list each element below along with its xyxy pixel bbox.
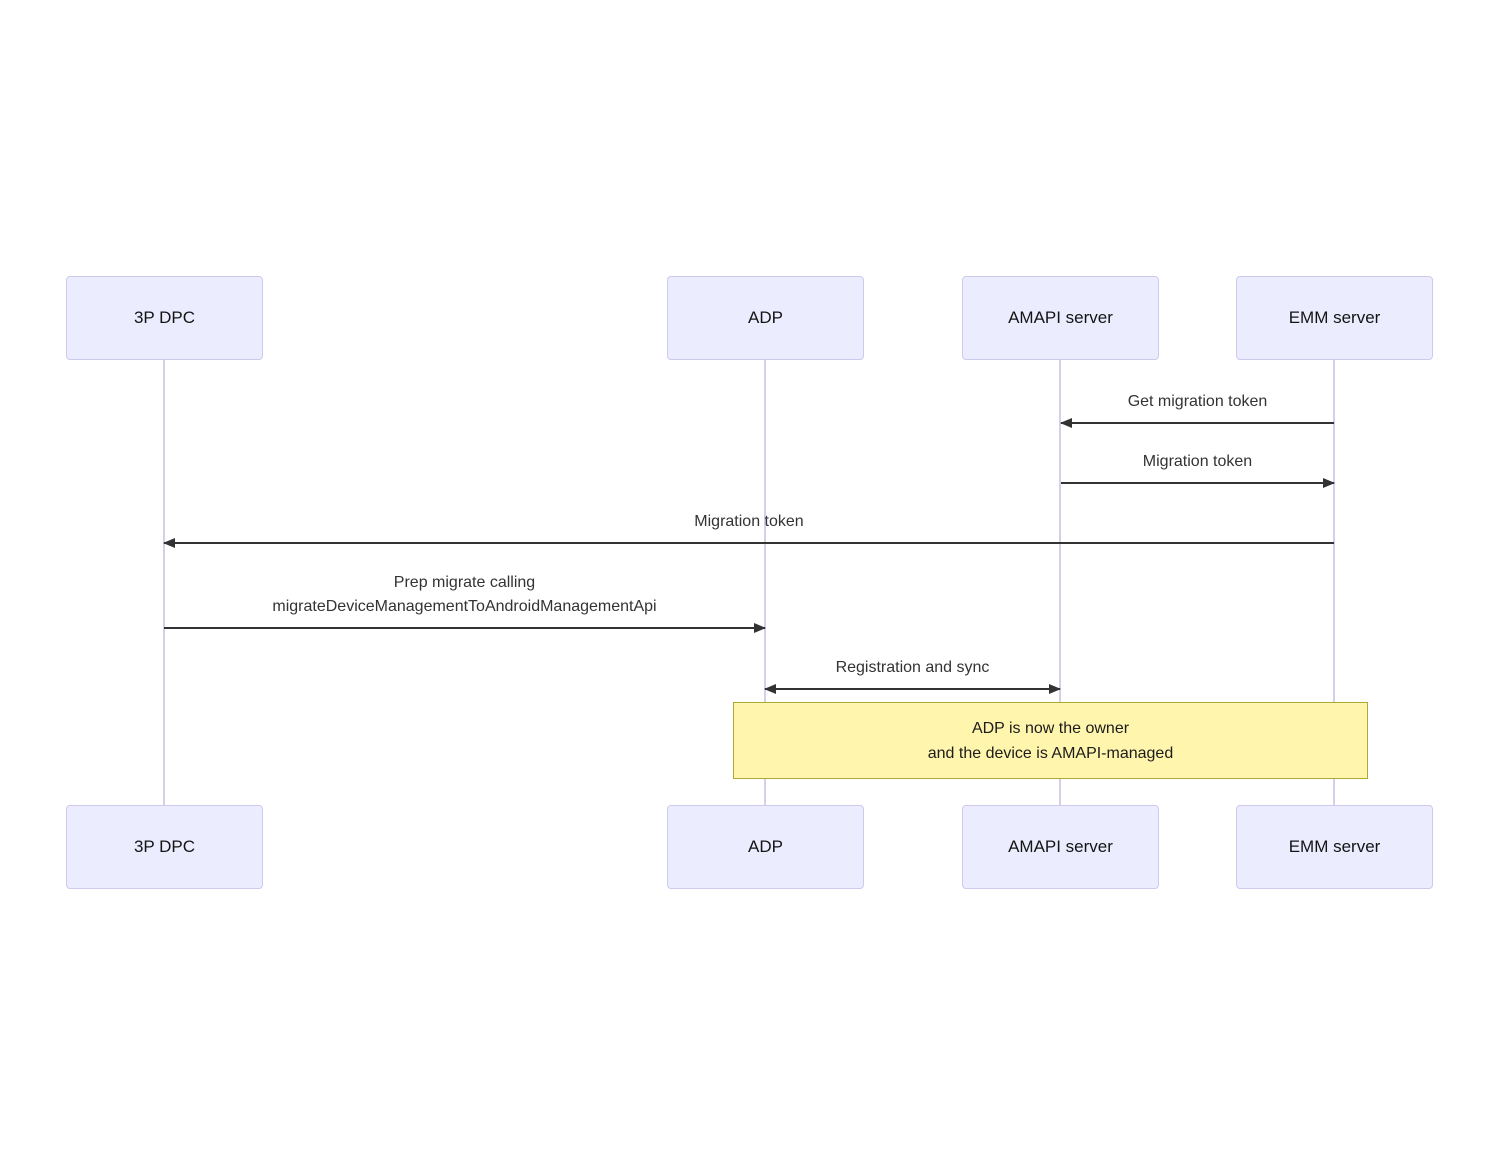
arrowhead-right-icon — [1049, 684, 1061, 694]
actor-label: 3P DPC — [133, 837, 196, 856]
actor-label: EMM server — [1288, 837, 1381, 856]
note-line1: ADP is now the owner — [971, 719, 1130, 737]
actor-amapi-server-top: AMAPI server — [962, 276, 1159, 360]
message-arrow-registration-and-sync — [764, 684, 1061, 694]
message-arrow-get-migration-token — [1060, 418, 1334, 428]
arrowhead-left-icon — [764, 684, 776, 694]
arrowhead-left-icon — [1060, 418, 1072, 428]
actor-adp-top: ADP — [667, 276, 864, 360]
actor-label: ADP — [748, 837, 783, 856]
actor-adp-bottom: ADP — [667, 805, 864, 889]
arrowhead-right-icon — [754, 623, 766, 633]
actor-label: AMAPI server — [1008, 308, 1113, 327]
lifeline-adp — [764, 360, 766, 805]
message-label-line2: migrateDeviceManagementToAndroidManageme… — [272, 598, 657, 615]
message-label-get-migration-token: Get migration token — [1127, 393, 1268, 410]
message-arrow-prep-migrate — [164, 623, 766, 633]
lifeline-3p-dpc — [163, 360, 165, 805]
message-arrow-migration-token-to-dpc — [163, 538, 1334, 548]
arrowhead-left-icon — [163, 538, 175, 548]
message-label-registration-and-sync: Registration and sync — [835, 659, 990, 676]
lifeline-emm-server — [1333, 360, 1335, 805]
lifeline-amapi-server — [1059, 360, 1061, 805]
message-arrow-migration-token-to-emm — [1061, 478, 1335, 488]
note-line2: and the device is AMAPI-managed — [927, 744, 1174, 762]
message-label-prep-migrate: Prep migrate calling migrateDeviceManage… — [164, 571, 765, 619]
actor-amapi-server-bottom: AMAPI server — [962, 805, 1159, 889]
actor-3p-dpc-top: 3P DPC — [66, 276, 263, 360]
actor-label: EMM server — [1288, 308, 1381, 327]
note-adp-owner: ADP is now the owner and the device is A… — [733, 702, 1368, 779]
actor-3p-dpc-bottom: 3P DPC — [66, 805, 263, 889]
actor-label: ADP — [748, 308, 783, 327]
message-label-migration-token-to-dpc: Migration token — [694, 513, 804, 530]
message-label-migration-token-to-emm: Migration token — [1142, 453, 1253, 470]
actor-label: AMAPI server — [1008, 837, 1113, 856]
arrowhead-right-icon — [1323, 478, 1335, 488]
actor-label: 3P DPC — [133, 308, 196, 327]
actor-emm-server-top: EMM server — [1236, 276, 1433, 360]
message-label-line1: Prep migrate calling — [393, 574, 536, 591]
actor-emm-server-bottom: EMM server — [1236, 805, 1433, 889]
